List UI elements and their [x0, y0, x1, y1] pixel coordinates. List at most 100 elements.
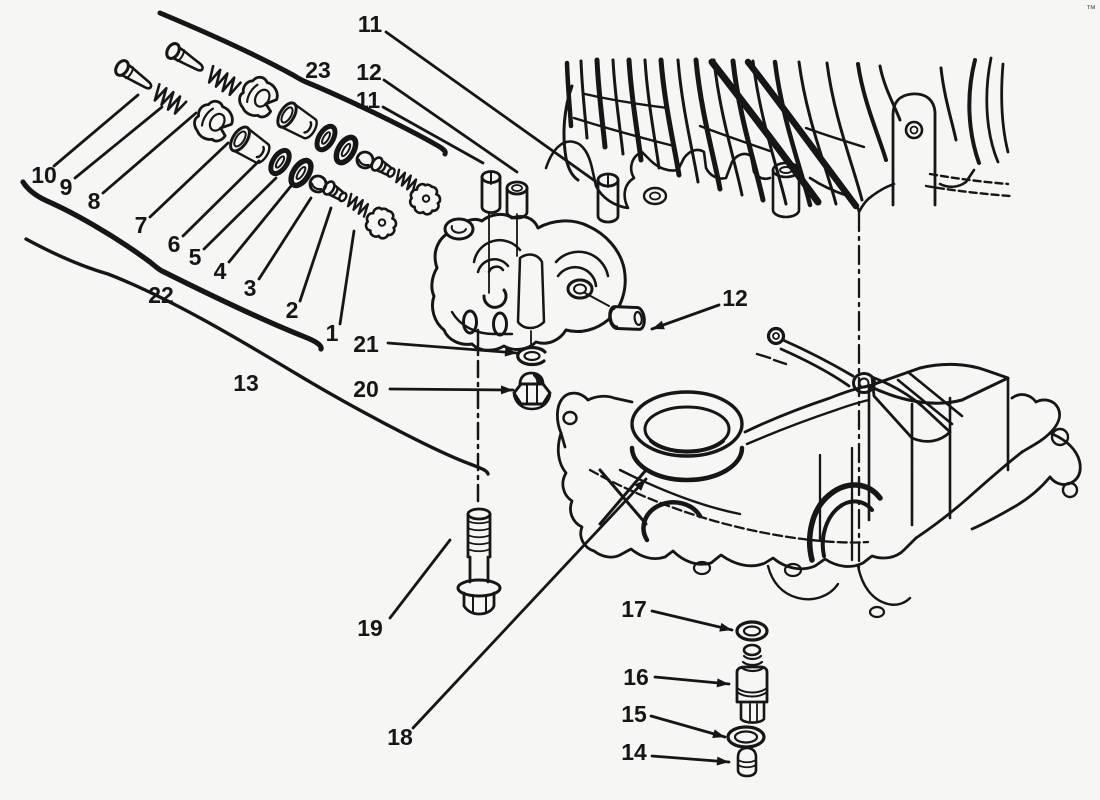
leader-arrowhead — [652, 320, 665, 330]
cooling-fin — [594, 57, 608, 150]
leader-arrowhead — [719, 622, 732, 632]
plug-20 — [512, 371, 552, 411]
pump-divider — [516, 253, 546, 330]
callout-label-14-24: 14 — [621, 739, 647, 765]
dowel-pin-11-left — [480, 170, 502, 214]
callout-label-23-1: 23 — [305, 57, 331, 83]
leader-line-21 — [386, 341, 519, 355]
leader-line-14 — [650, 754, 731, 764]
callout-label-11-0: 11 — [358, 11, 383, 37]
assembly-bracket-13 — [24, 237, 490, 476]
callout-label-17-21: 17 — [621, 596, 647, 622]
o-ring-17 — [735, 620, 769, 642]
callout-label-18-20: 18 — [387, 724, 413, 750]
callout-label-4-10: 4 — [214, 258, 227, 284]
leader-line-10 — [52, 93, 140, 168]
callout-label-7-7: 7 — [135, 212, 148, 238]
callout-label-6-8: 6 — [168, 231, 181, 257]
oil-pump-drawing — [430, 211, 627, 352]
plug-14 — [736, 746, 758, 778]
bushing-12 — [608, 305, 646, 331]
engine-crankcase-drawing — [544, 56, 1012, 219]
callout-label-15-23: 15 — [621, 701, 647, 727]
callout-label-21-16: 21 — [353, 331, 379, 357]
cooling-fin — [579, 59, 589, 140]
callout-label-19-19: 19 — [357, 615, 383, 641]
leader-line-9 — [73, 105, 164, 180]
callout-label-10-4: 10 — [31, 162, 57, 188]
leader-arrowhead — [504, 347, 517, 357]
leader-line-11 — [381, 105, 485, 165]
governor-housing — [867, 362, 1010, 527]
cooling-fin — [626, 57, 644, 163]
assembly-bracket-23 — [157, 10, 448, 157]
relief-valve-16 — [735, 643, 769, 724]
bearing-bore — [629, 390, 745, 483]
bolt-hole — [1050, 427, 1070, 447]
crank-bearing-saddle — [807, 446, 883, 563]
cooling-fin — [856, 62, 888, 162]
callout-label-12-18: 12 — [722, 285, 748, 311]
cooling-fin — [611, 58, 625, 156]
cooling-fin — [643, 58, 661, 170]
bolt-hole — [562, 410, 578, 426]
washer-21 — [516, 345, 547, 367]
leader-line-16 — [653, 675, 731, 686]
callout-label-11-3: 11 — [356, 87, 381, 113]
dowel-pin-11-right — [596, 172, 620, 224]
block-mount-tower — [891, 92, 937, 207]
block-flange-sweep — [924, 172, 1012, 198]
leader-line-12 — [382, 78, 519, 174]
leader-arrowhead — [634, 479, 646, 491]
callout-label-5-9: 5 — [189, 244, 202, 270]
leader-line-8 — [101, 111, 198, 195]
pump-inlet-boss — [443, 217, 475, 241]
bolt-19 — [456, 507, 502, 616]
cross-ribs — [598, 468, 648, 526]
callout-label-22-14: 22 — [148, 282, 174, 308]
block-boss-hole — [642, 186, 668, 206]
callout-label-8-6: 8 — [88, 188, 101, 214]
cooling-fin — [939, 66, 958, 142]
cooling-fin — [730, 58, 766, 203]
callout-label-9-5: 9 — [60, 174, 73, 200]
leader-line-15 — [649, 714, 727, 739]
cooling-fin — [658, 57, 682, 178]
callout-label-3-11: 3 — [244, 275, 257, 301]
leader-line-4 — [227, 184, 293, 264]
leader-arrowhead — [500, 385, 513, 395]
leader-arrowhead — [716, 756, 729, 766]
leader-line-20 — [388, 387, 515, 392]
callout-label-20-17: 20 — [353, 376, 379, 402]
leader-arrowhead — [712, 729, 725, 739]
leader-line-2 — [298, 206, 333, 303]
callout-label-2-12: 2 — [286, 297, 299, 323]
cooling-fin — [825, 61, 864, 202]
bolt-hole — [1061, 481, 1079, 499]
pump-outlet-port — [566, 278, 594, 300]
spacer-12-middle — [505, 180, 529, 220]
cooling-fin — [878, 64, 902, 122]
closure-plate-drawing — [555, 211, 1082, 619]
cooling-fin — [676, 58, 700, 184]
callout-label-1-13: 1 — [326, 320, 339, 346]
leader-line-18 — [411, 477, 648, 730]
leader-line-17 — [650, 609, 734, 632]
leader-line-19 — [388, 538, 452, 620]
block-rib — [744, 58, 860, 210]
leader-line-1 — [338, 229, 356, 326]
callout-label-13-15: 13 — [233, 370, 259, 396]
leader-line-5 — [202, 176, 278, 251]
callout-label-12-2: 12 — [356, 59, 382, 85]
leader-line-6 — [181, 159, 261, 238]
corner-trademark: ™ — [1086, 4, 1096, 15]
callout-label-16-22: 16 — [623, 664, 649, 690]
washer-15 — [726, 725, 766, 749]
leader-line-11 — [384, 30, 597, 183]
leader-arrowhead — [716, 678, 729, 688]
pin-insert-lines — [488, 211, 518, 294]
leader-line-3 — [257, 196, 313, 281]
governor-arm — [755, 326, 952, 443]
